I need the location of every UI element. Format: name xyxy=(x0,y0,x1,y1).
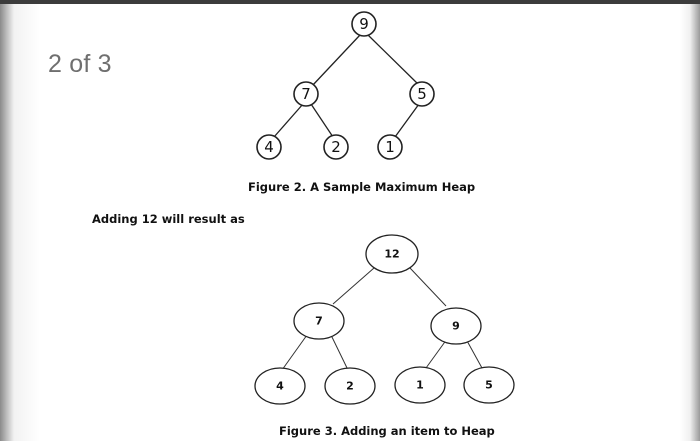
edge-12-9 xyxy=(409,267,447,307)
fig2-node-root xyxy=(351,11,377,37)
fig3-node-label: 4 xyxy=(276,380,284,393)
fig3-node-right xyxy=(430,307,482,345)
fig2-node-label: 2 xyxy=(331,138,341,156)
top-edge xyxy=(0,0,700,4)
fig2-node-ll xyxy=(256,134,282,160)
fig3-node-label: 9 xyxy=(452,320,460,333)
fig2-node-label: 7 xyxy=(301,85,311,103)
fig2-node-rl xyxy=(377,134,403,160)
fig3-node-root xyxy=(365,234,419,274)
edge-7-2 xyxy=(330,334,349,371)
edge-7-2 xyxy=(310,103,334,138)
fig3-node-label: 12 xyxy=(384,248,399,261)
edge-9-7 xyxy=(311,34,361,87)
fig2-node-label: 1 xyxy=(385,138,395,156)
edge-5-1 xyxy=(394,103,420,138)
figure2-caption: Figure 2. A Sample Maximum Heap xyxy=(248,180,476,194)
fig3-node-left xyxy=(293,302,345,340)
fig2-node-label: 4 xyxy=(264,138,274,156)
figure3-caption: Figure 3. Adding an item to Heap xyxy=(279,424,495,438)
fig2-node-label: 5 xyxy=(417,85,427,103)
fig3-node-label: 2 xyxy=(346,380,354,393)
fig2-node-lr xyxy=(323,134,349,160)
page-counter: 2 of 3 xyxy=(48,50,112,78)
edge-9-1 xyxy=(425,338,448,369)
adding-instruction: Adding 12 will result as xyxy=(92,212,245,226)
fig3-node-ll xyxy=(254,367,306,405)
fig3-node-lr xyxy=(324,367,376,405)
edge-12-7 xyxy=(332,267,375,305)
fig3-node-rr xyxy=(463,366,515,404)
edge-7-4 xyxy=(273,103,304,138)
edge-9-5 xyxy=(465,338,483,369)
edge-9-5 xyxy=(367,34,421,87)
fig3-node-label: 7 xyxy=(315,315,323,328)
fig3-node-rl xyxy=(394,366,446,404)
edge-7-4 xyxy=(281,334,308,371)
fig3-node-label: 5 xyxy=(485,379,493,392)
fig3-node-label: 1 xyxy=(416,379,424,392)
fig2-node-left xyxy=(293,81,319,107)
fig2-node-right xyxy=(409,81,435,107)
fig2-node-label: 9 xyxy=(359,15,369,33)
